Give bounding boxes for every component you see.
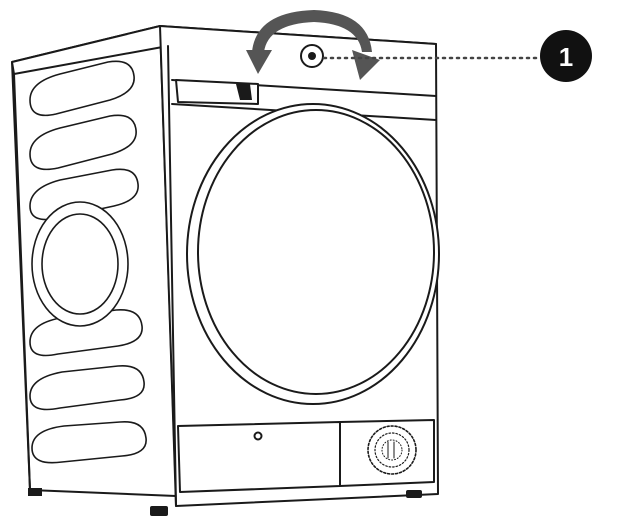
foot-front-right [406, 490, 422, 498]
side-edge [13, 73, 31, 491]
condenser-filter-icon [367, 425, 417, 475]
callout-number: 1 [559, 42, 573, 72]
side-ribs [29, 60, 147, 464]
front-edge [167, 45, 177, 507]
callout-badge: 1 [540, 30, 592, 82]
foot-left [28, 488, 42, 496]
door-inner [197, 109, 435, 395]
program-knob-icon [300, 44, 324, 68]
kick-panel-button [253, 431, 263, 441]
dryer-cabinet [11, 25, 440, 516]
foot-front-left [150, 506, 168, 516]
drawer-handle [236, 84, 252, 100]
